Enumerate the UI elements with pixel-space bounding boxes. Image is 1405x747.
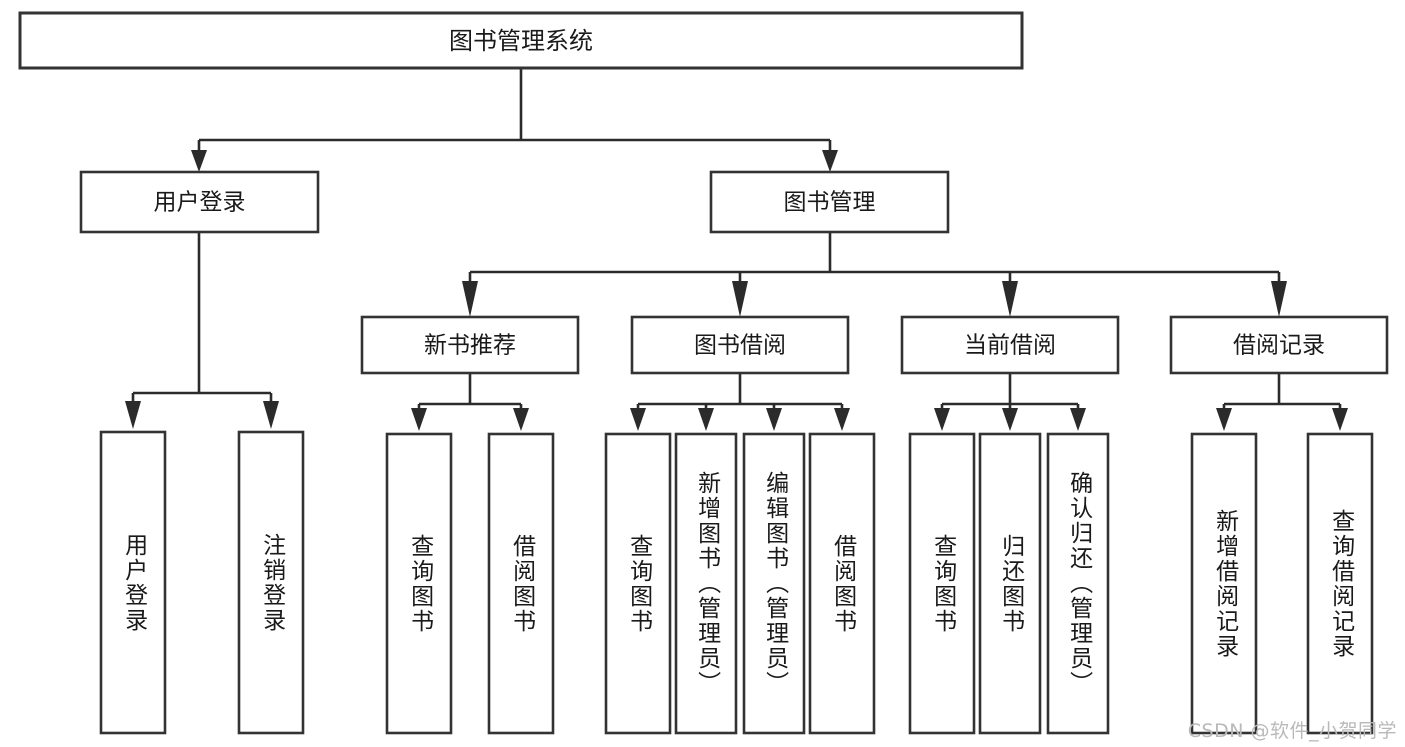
leaf-group-user-login [99, 430, 305, 735]
leaf-box-return-book[interactable] [978, 432, 1042, 735]
leaf-box-query-borrow-record[interactable] [1306, 432, 1374, 735]
arrowhead-new-book-recommend [462, 281, 478, 317]
arrowhead-borrowrecord-leaf-1 [1216, 408, 1232, 431]
arrowhead-user-login [191, 150, 207, 172]
leaf-box-logout-login[interactable] [237, 430, 305, 735]
connector-group-currentborrow-to-leaves [934, 373, 1086, 431]
arrowhead-book-borrow [732, 281, 748, 317]
connector-group-userlogin-to-leaves [125, 232, 279, 429]
watermark-text: CSDN @软件_小贺同学 [1187, 720, 1397, 742]
node-book-manage[interactable]: 图书管理 [709, 170, 950, 234]
node-current-borrow[interactable]: 当前借阅 [900, 315, 1120, 375]
connector-group-borrowrecord-to-leaves [1216, 373, 1348, 431]
arrowhead-bookborrow-leaf-2 [698, 408, 714, 431]
leaf-box-user-login[interactable] [99, 430, 167, 735]
leaf-group-current-borrow [908, 432, 1110, 735]
node-root[interactable]: 图书管理系统 [18, 11, 1024, 70]
leaf-box-borrow-book-recommend[interactable] [487, 432, 555, 735]
node-book-borrow-box[interactable] [630, 315, 850, 375]
leaf-box-borrow-book[interactable] [808, 432, 876, 735]
node-root-box[interactable] [18, 11, 1024, 70]
arrowhead-currentborrow-leaf-2 [1002, 408, 1018, 431]
arrowhead-newbook-leaf-2 [513, 408, 529, 431]
node-borrow-record-label: 借阅记录 [1233, 333, 1325, 359]
arrowhead-book-manage [822, 150, 838, 172]
connector-group-bookborrow-to-leaves [630, 373, 850, 431]
node-user-login-box[interactable] [79, 170, 320, 234]
arrowhead-bookborrow-leaf-4 [834, 408, 850, 431]
node-user-login[interactable]: 用户登录 [79, 170, 320, 234]
leaf-box-confirm-return-admin[interactable] [1046, 432, 1110, 735]
node-book-manage-label: 图书管理 [784, 190, 876, 216]
leaf-group-book-borrow [604, 432, 876, 735]
leaf-group-new-book-recommend [385, 432, 555, 735]
arrowhead-leaf-user-login [125, 401, 141, 429]
leaf-box-query-book[interactable] [604, 432, 672, 735]
arrowhead-bookborrow-leaf-1 [630, 408, 646, 431]
node-root-label: 图书管理系统 [449, 27, 593, 55]
node-borrow-record[interactable]: 借阅记录 [1169, 315, 1389, 375]
connector-group-newbook-to-leaves [411, 373, 529, 431]
arrowhead-bookborrow-leaf-3 [766, 408, 782, 431]
arrowhead-borrow-record [1271, 281, 1287, 317]
node-current-borrow-box[interactable] [900, 315, 1120, 375]
leaf-group-borrow-record [1190, 432, 1374, 735]
node-user-login-label: 用户登录 [154, 190, 246, 216]
node-new-book-recommend-label: 新书推荐 [424, 333, 516, 359]
arrowhead-currentborrow-leaf-1 [934, 408, 950, 431]
arrowhead-current-borrow [1002, 281, 1018, 317]
node-book-manage-box[interactable] [709, 170, 950, 234]
leaf-box-add-borrow-record[interactable] [1190, 432, 1258, 735]
node-new-book-recommend-box[interactable] [360, 315, 580, 375]
arrowhead-borrowrecord-leaf-2 [1332, 408, 1348, 431]
connector-group-root-to-level1 [191, 68, 838, 172]
arrowhead-newbook-leaf-1 [411, 408, 427, 431]
arrowhead-leaf-logout [263, 401, 279, 429]
leaf-box-query-book-recommend[interactable] [385, 432, 453, 735]
node-new-book-recommend[interactable]: 新书推荐 [360, 315, 580, 375]
node-current-borrow-label: 当前借阅 [964, 333, 1056, 359]
connector-group-bookmanage-to-level2 [462, 232, 1287, 317]
arrowhead-currentborrow-leaf-3 [1070, 408, 1086, 431]
node-book-borrow[interactable]: 图书借阅 [630, 315, 850, 375]
leaf-box-edit-book-admin[interactable] [742, 432, 806, 735]
leaf-box-query-book-current[interactable] [908, 432, 976, 735]
node-borrow-record-box[interactable] [1169, 315, 1389, 375]
leaf-box-add-book-admin[interactable] [674, 432, 738, 735]
node-book-borrow-label: 图书借阅 [694, 333, 786, 359]
